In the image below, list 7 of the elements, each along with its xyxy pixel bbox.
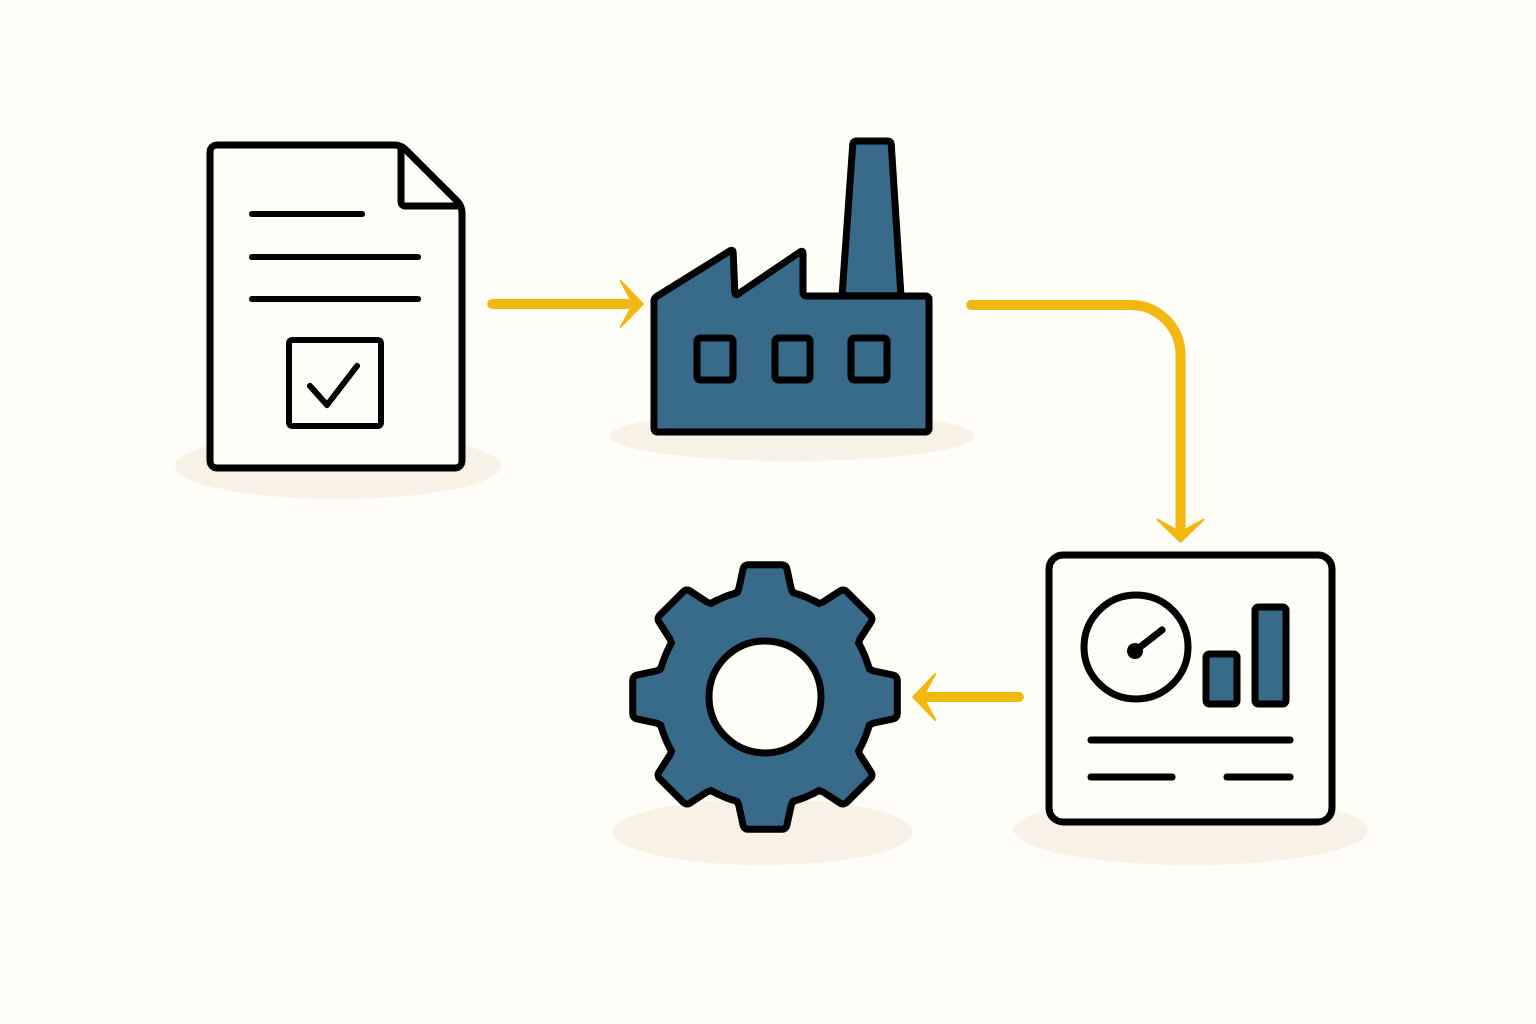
dashboard-icon	[1045, 551, 1336, 826]
arrow	[912, 673, 1024, 721]
factory-icon	[650, 137, 933, 436]
arrow	[487, 280, 644, 328]
gear-icon	[629, 561, 901, 833]
document-icon	[206, 141, 466, 472]
arrow	[966, 300, 1205, 543]
